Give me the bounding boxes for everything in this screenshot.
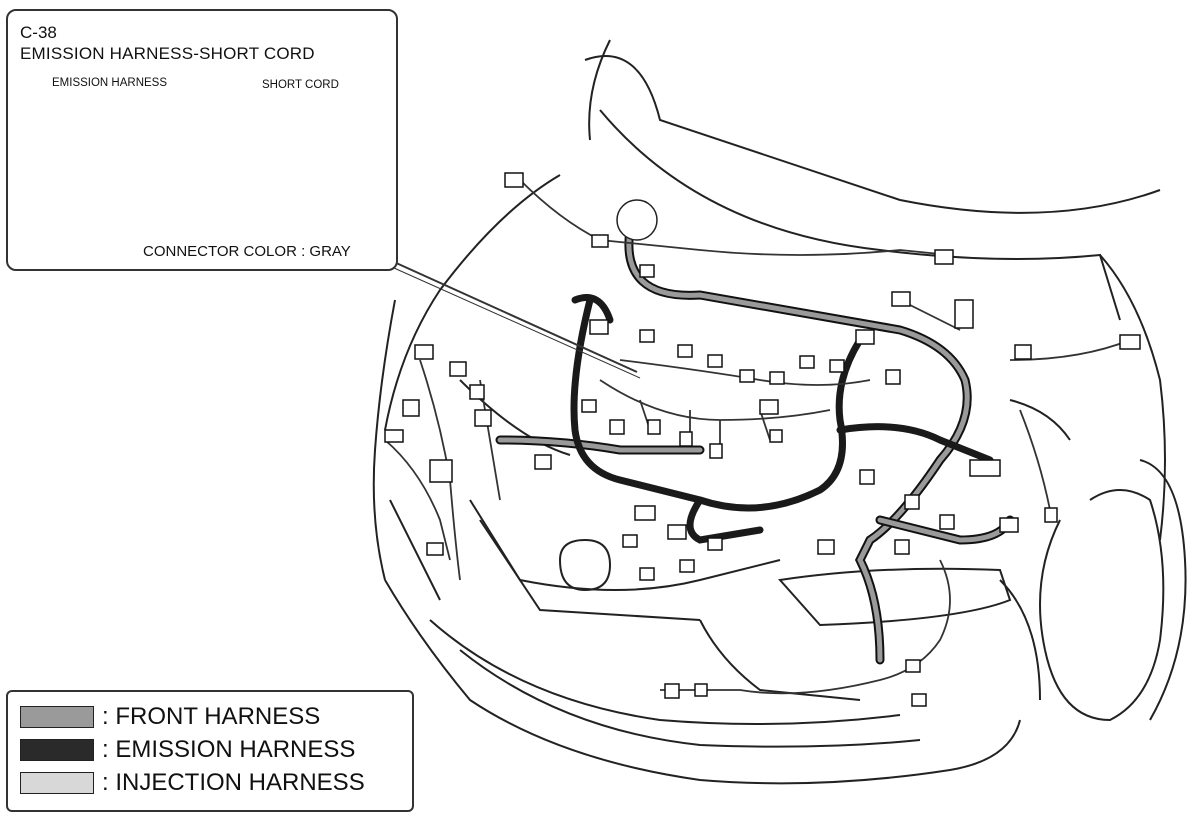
- short-cord-label: SHORT CORD: [262, 79, 339, 91]
- legend-label-front: : FRONT HARNESS: [102, 703, 321, 730]
- emission-harness-wires: [570, 294, 994, 544]
- connector-color-label: CONNECTOR COLOR : GRAY: [143, 243, 351, 260]
- legend-item-emission: : EMISSION HARNESS: [20, 735, 355, 765]
- legend-item-injection: : INJECTION HARNESS: [20, 768, 365, 798]
- leader-line: [393, 261, 638, 373]
- connector-detail-panel: C-38 EMISSION HARNESS-SHORT CORD EMISSIO…: [6, 9, 398, 271]
- legend-item-front: : FRONT HARNESS: [20, 702, 320, 732]
- connector-code: C-38: [20, 23, 57, 42]
- front-harness-swatch: [20, 706, 94, 728]
- connector-title: EMISSION HARNESS-SHORT CORD: [20, 44, 315, 63]
- emission-harness-label: EMISSION HARNESS: [52, 77, 168, 89]
- connector-blocks: [384, 172, 1141, 707]
- harness-legend: : FRONT HARNESS : EMISSION HARNESS : INJ…: [6, 690, 414, 812]
- legend-label-injection: : INJECTION HARNESS: [102, 769, 365, 796]
- emission-harness-swatch: [20, 739, 94, 761]
- legend-label-emission: : EMISSION HARNESS: [102, 736, 356, 763]
- leader-line-2: [393, 267, 641, 379]
- front-harness-wires: [495, 225, 1015, 665]
- injection-harness-swatch: [20, 772, 94, 794]
- reservoir-cap: [616, 199, 658, 241]
- injection-harness-wires: [384, 179, 1131, 695]
- car-body: [372, 39, 1187, 785]
